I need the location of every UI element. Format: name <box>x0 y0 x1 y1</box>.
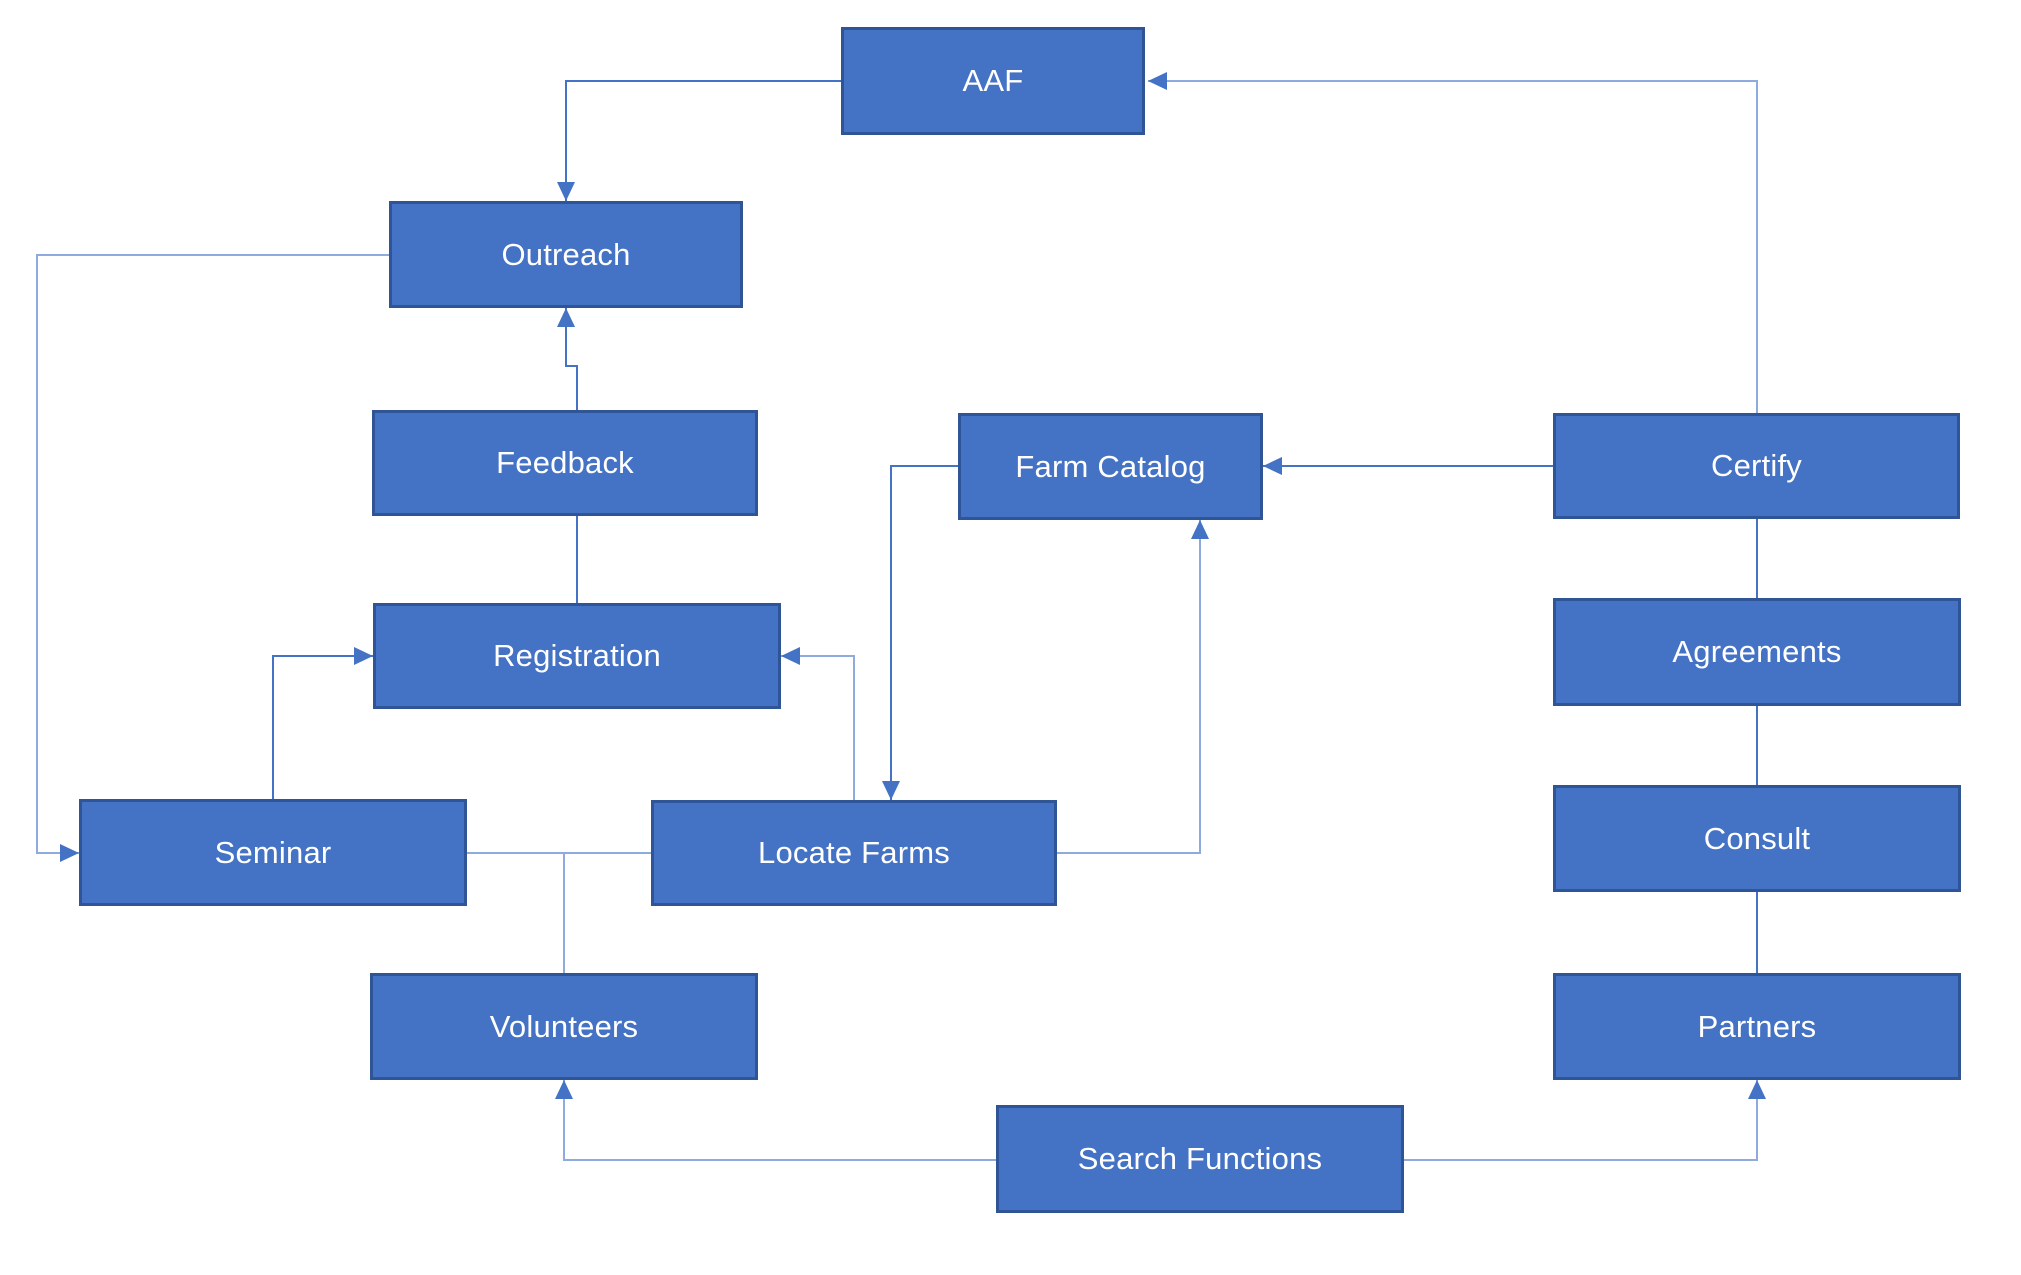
node-volunteers[interactable]: Volunteers <box>370 973 758 1080</box>
node-agreements[interactable]: Agreements <box>1553 598 1961 706</box>
node-registration[interactable]: Registration <box>373 603 781 709</box>
node-certify[interactable]: Certify <box>1553 413 1960 519</box>
node-aaf[interactable]: AAF <box>841 27 1145 135</box>
node-outreach[interactable]: Outreach <box>389 201 743 308</box>
node-search-functions[interactable]: Search Functions <box>996 1105 1404 1213</box>
node-farm-catalog[interactable]: Farm Catalog <box>958 413 1263 520</box>
node-seminar[interactable]: Seminar <box>79 799 467 906</box>
node-locate-farms[interactable]: Locate Farms <box>651 800 1057 906</box>
node-feedback[interactable]: Feedback <box>372 410 758 516</box>
node-partners[interactable]: Partners <box>1553 973 1961 1080</box>
node-consult[interactable]: Consult <box>1553 785 1961 892</box>
